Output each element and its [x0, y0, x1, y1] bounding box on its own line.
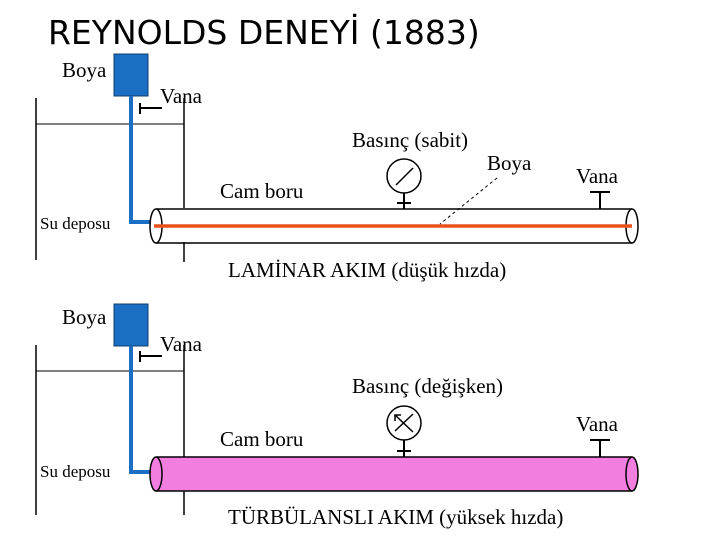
tank-label: Su deposu — [40, 214, 111, 233]
dye-injection-tube — [129, 346, 152, 474]
dye-reservoir — [113, 53, 149, 97]
gauge-label: Basınç (sabit) — [352, 128, 468, 152]
outlet-valve-label: Vana — [576, 164, 619, 188]
turbulent-section: Boya Vana Basınç (değişken) — [35, 303, 639, 529]
laminar-caption: LAMİNAR AKIM (düşük hızda) — [228, 258, 506, 282]
dye-valve-label: Vana — [160, 332, 203, 356]
pipe-inlet — [149, 456, 163, 492]
water-tank — [35, 345, 185, 515]
pipe-dye-label: Boya — [487, 151, 532, 175]
water-tank — [35, 98, 185, 262]
dye-reservoir — [113, 303, 149, 347]
dye-pointer-line — [439, 177, 498, 225]
tank-label: Su deposu — [40, 462, 111, 481]
slide-title: REYNOLDS DENEYİ (1883) — [48, 13, 480, 52]
pressure-gauge-icon — [386, 158, 422, 209]
dye-label: Boya — [62, 58, 107, 82]
turbulent-dye-fill — [156, 457, 632, 491]
turbulent-caption: TÜRBÜLANSLI AKIM (yüksek hızda) — [228, 505, 563, 529]
gauge-label: Basınç (değişken) — [352, 374, 503, 398]
pipe-outlet — [625, 456, 639, 492]
outlet-valve-label: Vana — [576, 412, 619, 436]
outlet-valve-icon — [590, 191, 610, 209]
valve-icon — [139, 103, 162, 114]
pressure-gauge-icon — [386, 405, 422, 457]
dye-label: Boya — [62, 305, 107, 329]
laminar-section: Boya Vana Basınç (sabit) Boya — [35, 53, 639, 282]
pipe-label: Cam boru — [220, 427, 304, 451]
dye-injection-tube — [129, 96, 152, 224]
dye-valve-label: Vana — [160, 84, 203, 108]
glass-pipe — [149, 456, 639, 492]
valve-icon — [139, 351, 162, 362]
outlet-valve-icon — [590, 439, 610, 457]
pipe-label: Cam boru — [220, 179, 304, 203]
